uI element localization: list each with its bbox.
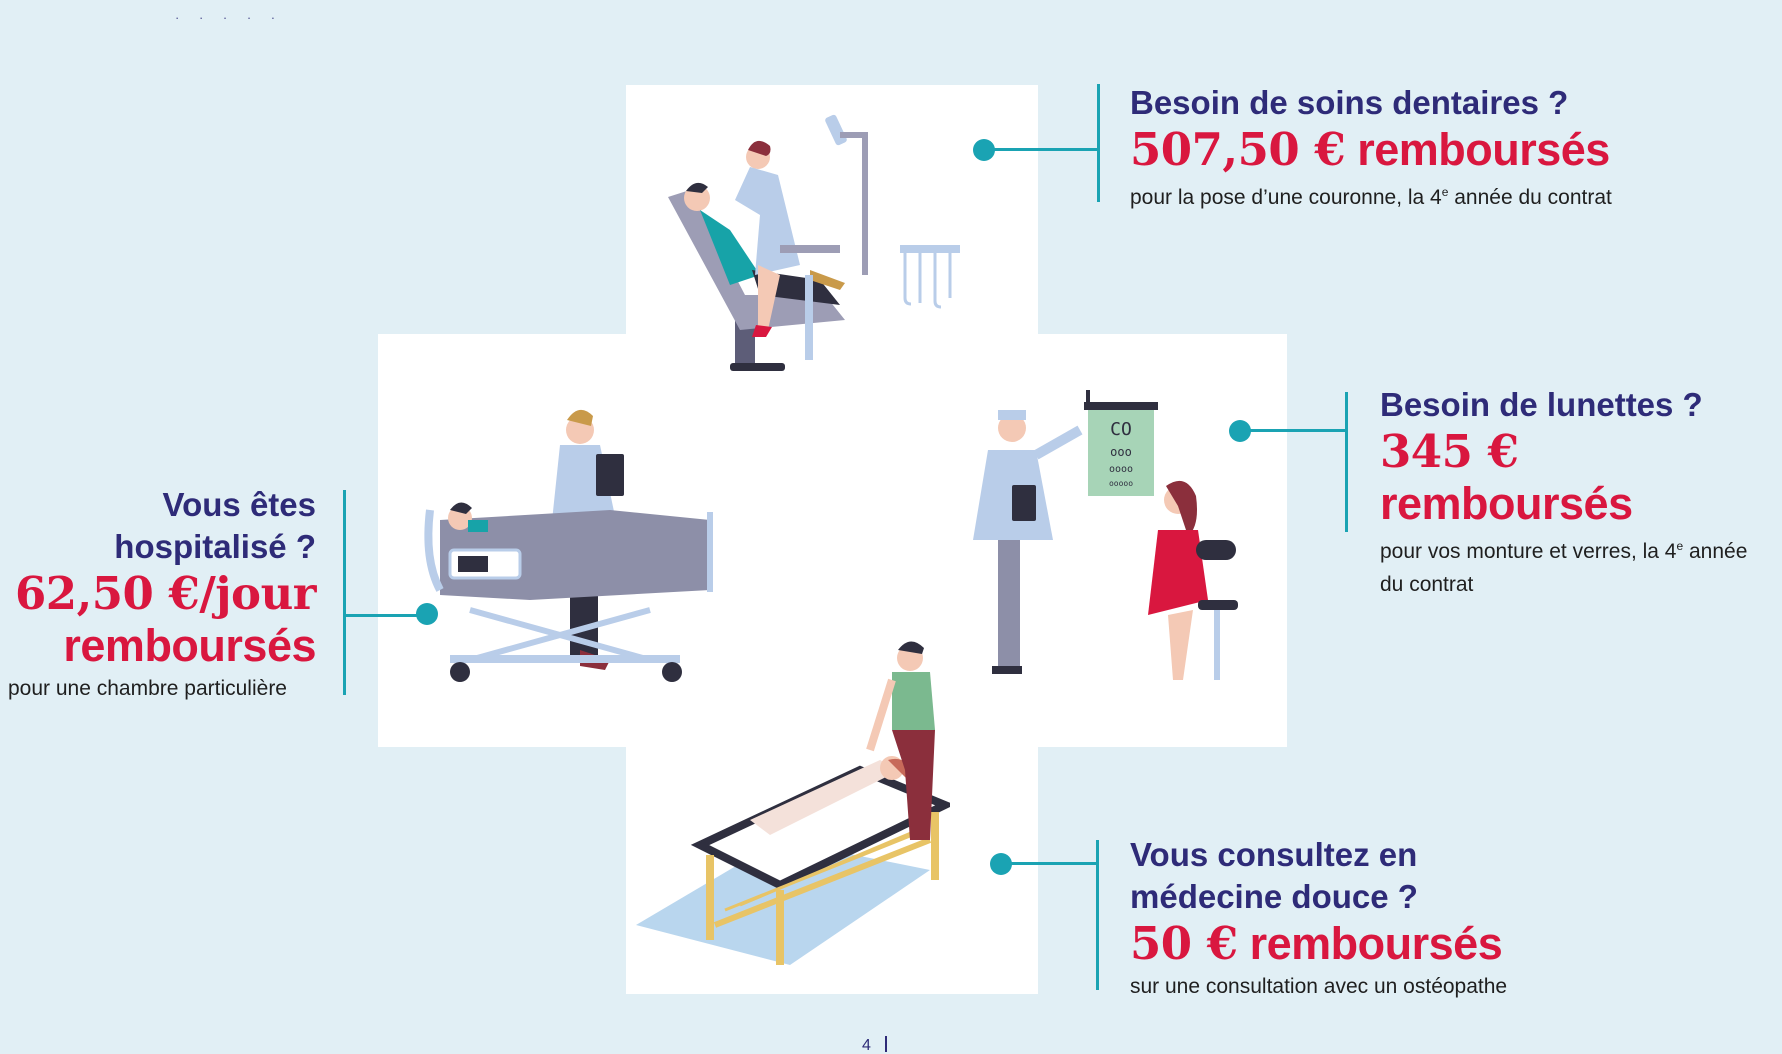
svg-text:ooo: ooo bbox=[1110, 445, 1132, 459]
hospital-question-line1: Vous êtes bbox=[162, 486, 316, 523]
svg-text:ooooo: ooooo bbox=[1109, 479, 1133, 488]
hospital-connector-dot bbox=[416, 603, 438, 625]
osteo-connector-line bbox=[1007, 862, 1097, 865]
osteopath-illustration bbox=[630, 640, 950, 980]
dental-callout-bar bbox=[1097, 84, 1100, 202]
glasses-connector-line bbox=[1246, 429, 1346, 432]
hospital-connector-line bbox=[345, 614, 417, 617]
dental-amount: 507,50 € remboursés bbox=[1130, 124, 1612, 176]
hospital-callout-bar bbox=[343, 490, 346, 695]
page-number: 4 bbox=[862, 1037, 871, 1054]
dental-amount-unit: remboursés bbox=[1345, 124, 1610, 175]
dental-question: Besoin de soins dentaires ? bbox=[1130, 84, 1569, 121]
glasses-amount-unit: remboursés bbox=[1380, 478, 1633, 529]
dental-note-text: pour la pose d’une couronne, la 4 bbox=[1130, 186, 1442, 209]
osteo-question-line1: Vous consultez en bbox=[1130, 836, 1418, 873]
dental-note: pour la pose d’une couronne, la 4e année… bbox=[1130, 176, 1612, 214]
glasses-connector-dot bbox=[1229, 420, 1251, 442]
glasses-callout: Besoin de lunettes ? 345 € remboursés po… bbox=[1380, 384, 1782, 601]
osteo-amount: 50 € remboursés bbox=[1130, 918, 1507, 970]
hospital-amount: 62,50 €/jour bbox=[14, 567, 317, 620]
page-number-divider bbox=[885, 1036, 887, 1052]
hospital-note-wrap: pour une chambre particulière bbox=[8, 672, 287, 705]
dentist-illustration bbox=[660, 105, 980, 385]
osteo-note: sur une consultation avec un ostéopathe bbox=[1130, 975, 1508, 998]
dental-note-text-end: année du contrat bbox=[1448, 186, 1612, 209]
osteo-callout-bar bbox=[1096, 840, 1099, 990]
dental-connector-dot bbox=[973, 139, 995, 161]
header-fragment: · · · · · bbox=[175, 10, 284, 25]
svg-text:CO: CO bbox=[1110, 419, 1132, 440]
osteo-amount-unit: remboursés bbox=[1237, 918, 1503, 969]
hospital-note: pour une chambre particulière bbox=[8, 677, 287, 700]
dental-callout: Besoin de soins dentaires ? 507,50 € rem… bbox=[1130, 82, 1612, 214]
dental-connector-line bbox=[990, 148, 1098, 151]
glasses-note-sup: e bbox=[1676, 539, 1684, 553]
hospital-amount-line2: remboursés bbox=[0, 620, 316, 672]
glasses-amount-value: 345 € bbox=[1380, 425, 1519, 478]
osteo-callout: Vous consultez en médecine douce ? 50 € … bbox=[1130, 834, 1507, 1003]
glasses-note-text: pour vos monture et verres, la 4 bbox=[1380, 540, 1677, 563]
glasses-amount: 345 € remboursés bbox=[1380, 426, 1782, 530]
hospital-illustration bbox=[410, 400, 730, 690]
osteo-question-line2: médecine douce ? bbox=[1130, 878, 1418, 915]
dental-amount-value: 507,50 € bbox=[1130, 123, 1346, 176]
hospital-amount-unit: remboursés bbox=[63, 620, 316, 671]
optician-illustration: CO ooo oooo ooooo bbox=[968, 390, 1268, 690]
dental-note-sup: e bbox=[1441, 185, 1449, 199]
glasses-note: pour vos monture et verres, la 4e année bbox=[1380, 530, 1782, 568]
svg-text:oooo: oooo bbox=[1109, 464, 1133, 475]
glasses-note-line2: du contrat bbox=[1380, 573, 1474, 596]
glasses-note-text-end: année bbox=[1683, 540, 1748, 563]
hospital-callout: Vous êtes hospitalisé ? 62,50 €/jour rem… bbox=[0, 484, 317, 672]
osteo-amount-value: 50 € bbox=[1130, 917, 1238, 970]
hospital-question-line2: hospitalisé ? bbox=[114, 528, 316, 565]
glasses-callout-bar bbox=[1345, 392, 1348, 532]
glasses-question: Besoin de lunettes ? bbox=[1380, 386, 1703, 423]
osteo-connector-dot bbox=[990, 853, 1012, 875]
